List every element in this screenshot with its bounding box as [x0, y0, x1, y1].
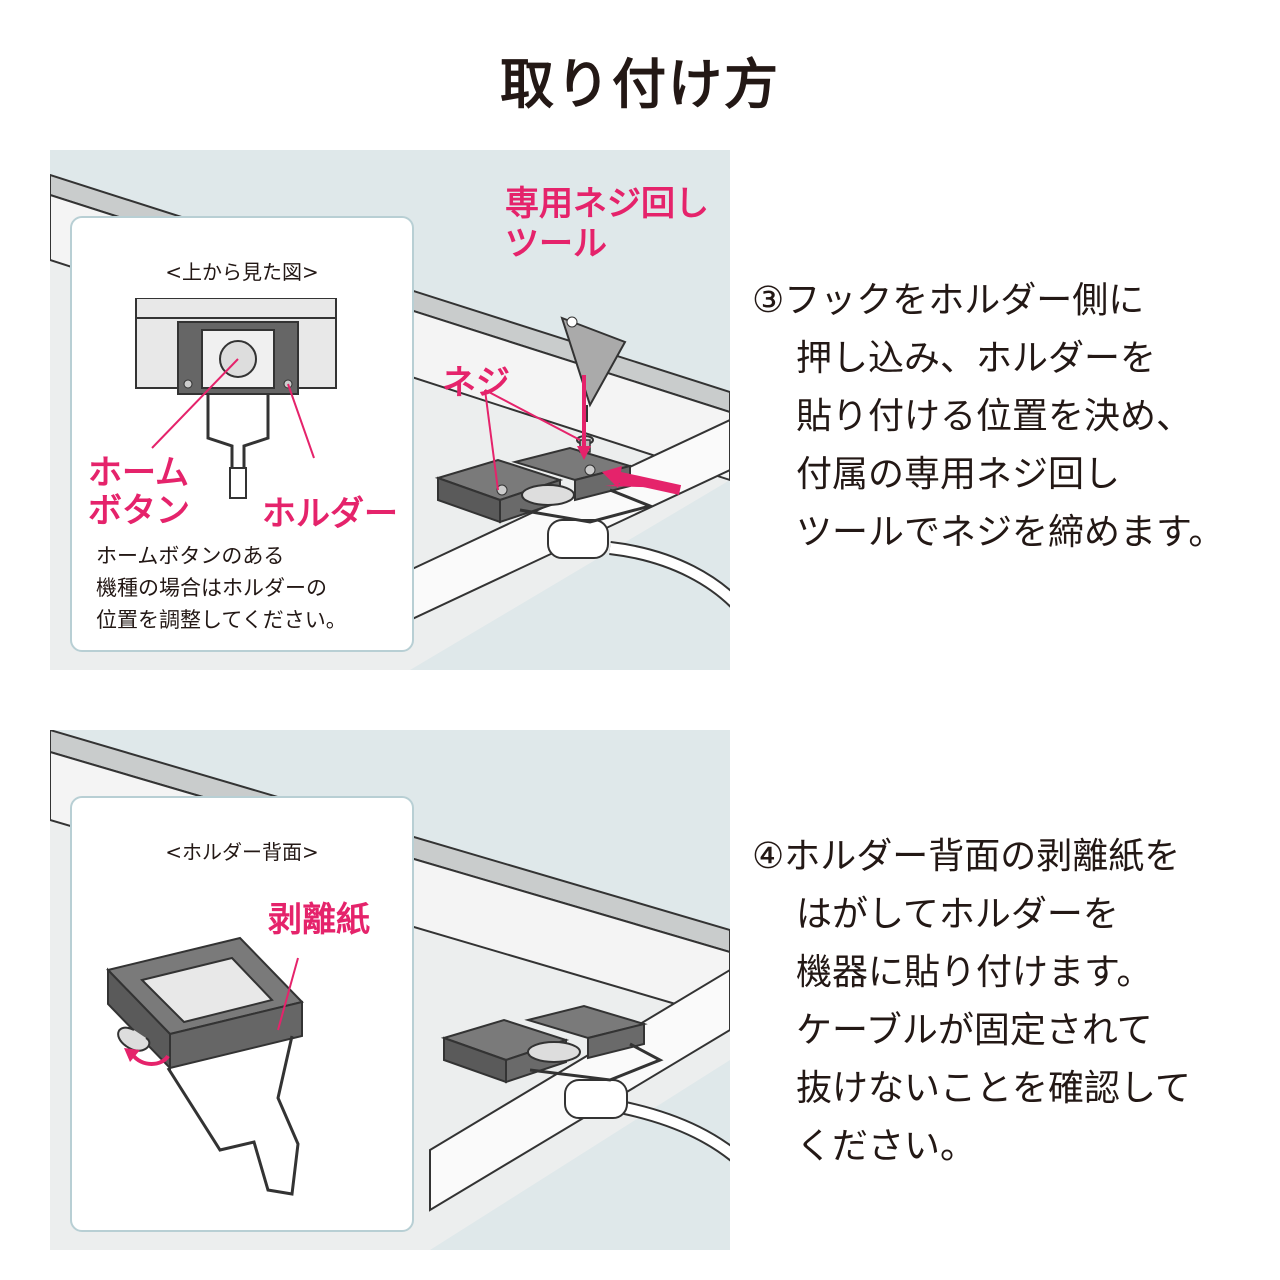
home-button-label: ホーム ボタン [88, 453, 190, 531]
step3-text: ③フックをホルダー側に 押し込み、ホルダーを 貼り付ける位置を決め、 付属の専用… [752, 280, 1225, 553]
step3-illustration: 専用ネジ回し ツール ネジ <上から見た図> ホーム ボタン ホルダー ホームボ… [50, 150, 730, 670]
top-view-inset: <上から見た図> ホーム ボタン ホルダー ホームボタンのある 機種の場合はホル… [70, 216, 414, 652]
holder-back-inset: <ホルダー背面> 剥離紙 [70, 796, 414, 1232]
inset-caption: <上から見た図> [165, 260, 319, 284]
inset-caption: <ホルダー背面> [165, 840, 319, 864]
step4-text: ④ホルダー背面の剥離紙を はがしてホルダーを 機器に貼り付けます。 ケーブルが固… [752, 836, 1191, 1167]
release-paper-label: 剥離紙 [268, 900, 370, 940]
tool-label: 専用ネジ回し ツール [505, 184, 709, 264]
page-title: 取り付け方 [500, 53, 780, 116]
holder-label: ホルダー [262, 494, 398, 534]
step4-illustration: <ホルダー背面> 剥離紙 [50, 730, 730, 1250]
adjust-note: ホームボタンのある 機種の場合はホルダーの 位置を調整してください。 [96, 544, 347, 632]
holder-back-diagram [106, 936, 304, 1196]
screw-label: ネジ [442, 363, 510, 403]
top-view-diagram [135, 298, 337, 499]
